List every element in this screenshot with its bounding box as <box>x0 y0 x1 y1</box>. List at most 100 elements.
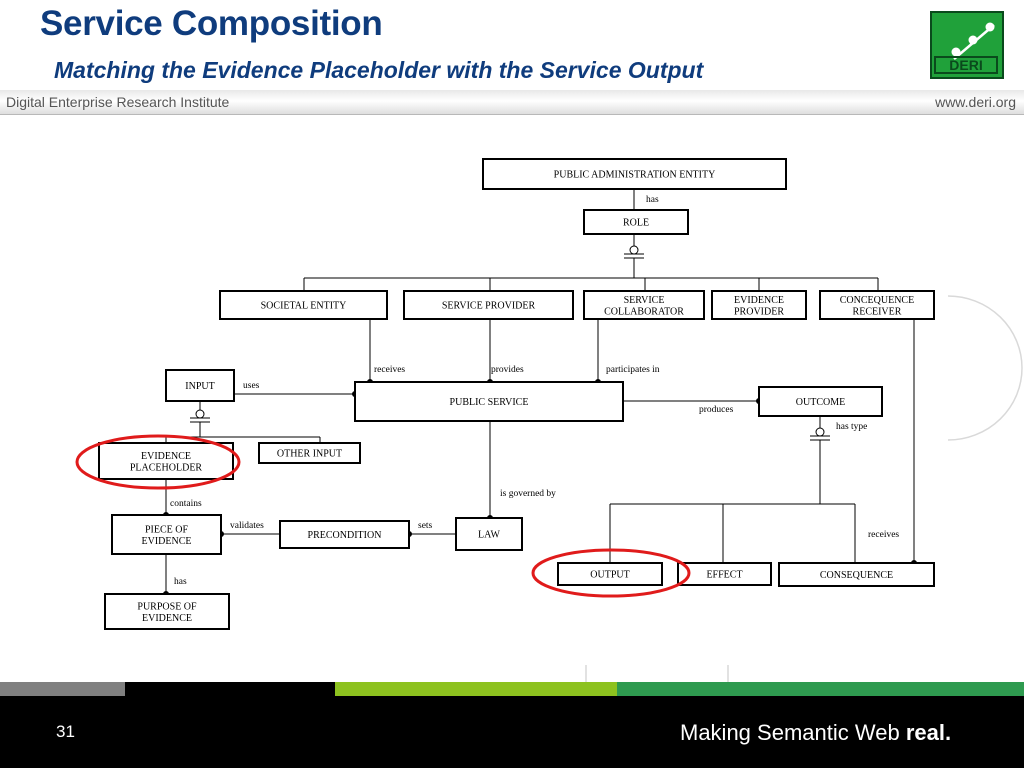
entity-label: PLACEHOLDER <box>130 462 203 473</box>
entity-label: RECEIVER <box>853 306 902 317</box>
entity-consequence: CONSEQUENCE <box>778 562 935 587</box>
relation-label-has-type: has type <box>836 422 867 432</box>
relation-label-participates-in: participates in <box>606 365 660 375</box>
entity-label: SERVICE PROVIDER <box>442 301 536 312</box>
entity-label: OTHER INPUT <box>277 449 342 460</box>
entity-label: EVIDENCE <box>141 451 191 462</box>
relation-label-contains: contains <box>170 499 202 509</box>
entity-label: PUBLIC SERVICE <box>450 397 529 408</box>
entity-public-admin-entity: PUBLIC ADMINISTRATION ENTITY <box>482 158 787 190</box>
relation-label-uses: uses <box>243 381 260 391</box>
deri-logo: DERI <box>930 11 1004 79</box>
entity-label: INPUT <box>185 381 214 392</box>
entity-label: LAW <box>478 530 501 541</box>
page-number: 31 <box>56 722 75 741</box>
entity-label: CONSEQUENCE <box>820 570 893 581</box>
entity-box <box>258 442 361 464</box>
entity-box <box>104 593 230 630</box>
entity-box <box>165 369 235 402</box>
entity-box <box>778 562 935 587</box>
relation-label-validates: validates <box>230 521 264 531</box>
footer-strip-green <box>617 682 1024 696</box>
entity-box <box>583 209 689 235</box>
header-band: Digital Enterprise Research Institute ww… <box>0 90 1024 115</box>
entity-box <box>279 520 410 549</box>
entity-input: INPUT <box>165 369 235 402</box>
entity-box <box>219 290 388 320</box>
slide-title: Service Composition <box>40 4 383 43</box>
entity-label: SERVICE <box>624 295 665 306</box>
entity-law: LAW <box>455 517 523 551</box>
subtype-circle <box>815 427 825 437</box>
entity-label: PURPOSE OF <box>137 601 197 612</box>
entity-box <box>98 442 234 480</box>
relation-label-sets: sets <box>418 521 433 531</box>
footer-strip-gray <box>0 682 125 696</box>
website-link[interactable]: www.deri.org <box>935 94 1016 110</box>
entity-box <box>403 290 574 320</box>
entity-label: ROLE <box>623 218 649 229</box>
entity-box <box>354 381 624 422</box>
entity-public-service: PUBLIC SERVICE <box>354 381 624 422</box>
entity-label: EFFECT <box>706 570 742 581</box>
entity-service-provider: SERVICE PROVIDER <box>403 290 574 320</box>
entity-precondition: PRECONDITION <box>279 520 410 549</box>
slide-subtitle: Matching the Evidence Placeholder with t… <box>54 57 704 83</box>
entity-role: ROLE <box>583 209 689 235</box>
relation-label-receives: receives <box>374 365 405 375</box>
deri-logo-graphic: DERI <box>934 22 998 74</box>
tagline: Making Semantic Web real. <box>680 720 951 746</box>
entity-box <box>482 158 787 190</box>
entity-label: PIECE OF <box>145 524 189 535</box>
decorative-arc <box>947 295 1023 441</box>
entity-label: OUTPUT <box>590 570 629 581</box>
relation-label-has-purpose: has <box>174 577 187 587</box>
entity-box <box>819 290 935 320</box>
footer-bar: 31 Making Semantic Web real. <box>0 696 1024 768</box>
relation-label-provides: provides <box>491 365 524 375</box>
logo-text: DERI <box>949 57 982 73</box>
subtype-circle <box>195 409 205 419</box>
tagline-prefix: Making Semantic Web <box>680 720 906 745</box>
relation-label-produces: produces <box>699 405 734 415</box>
highlight-ring-output <box>531 548 691 598</box>
entity-label: SOCIETAL ENTITY <box>261 301 347 312</box>
entity-label: COLLABORATOR <box>604 306 684 317</box>
footer-strip-lime <box>335 682 617 696</box>
entity-societal-entity: SOCIETAL ENTITY <box>219 290 388 320</box>
entity-label: PRECONDITION <box>308 530 382 541</box>
entity-output: OUTPUT <box>557 562 663 586</box>
relation-label-consequence-receives: receives <box>868 530 899 540</box>
entity-label: EVIDENCE <box>734 295 784 306</box>
footer-strip-black <box>125 682 335 696</box>
connectors <box>165 189 915 594</box>
tagline-bold: real. <box>905 720 952 745</box>
entity-label: CONCEQUENCE <box>840 295 914 306</box>
entity-box <box>711 290 807 320</box>
entity-other-input: OTHER INPUT <box>258 442 361 464</box>
entity-label: EVIDENCE <box>142 613 192 624</box>
relation-labels: has receives provides participates in uses pr… <box>170 195 899 587</box>
entity-box <box>557 562 663 586</box>
entity-label: PUBLIC ADMINISTRATION ENTITY <box>554 170 716 181</box>
relation-label-has-role: has <box>646 195 659 205</box>
entity-box <box>111 514 222 555</box>
entity-label: PROVIDER <box>734 306 784 317</box>
entity-label: EVIDENCE <box>142 536 192 547</box>
entity-box <box>758 386 883 417</box>
entity-effect: EFFECT <box>677 562 772 586</box>
subtype-circle <box>629 245 639 255</box>
relation-label-is-governed-by: is governed by <box>500 489 556 499</box>
entity-box <box>455 517 523 551</box>
entity-boxes: PUBLIC ADMINISTRATION ENTITY ROLE SOCIETAL… <box>98 158 935 630</box>
highlight-rings <box>75 434 691 598</box>
highlight-ring-evidence-placeholder <box>75 434 241 490</box>
entity-box <box>677 562 772 586</box>
institute-name: Digital Enterprise Research Institute <box>6 94 230 110</box>
